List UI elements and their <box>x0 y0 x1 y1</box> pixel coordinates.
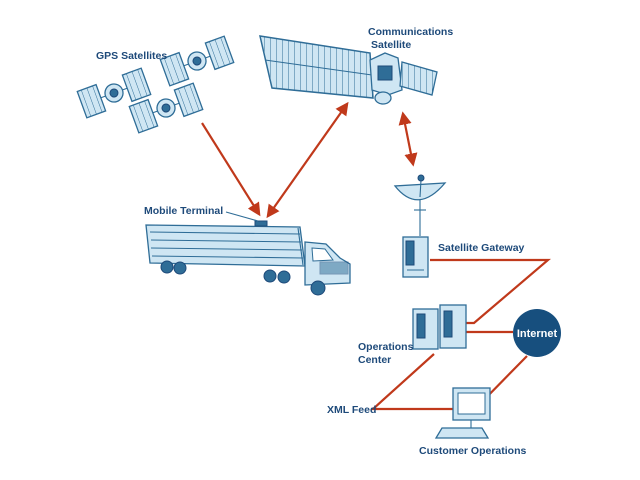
internet-node <box>513 309 561 357</box>
communications-satellite-icon <box>259 35 438 105</box>
communications-satellite-label: Communications <box>368 26 453 38</box>
internet-label: Internet <box>517 328 558 340</box>
gateway-to-ops-line <box>430 258 551 325</box>
computer-icon <box>434 387 491 439</box>
mobile-terminal-pointer <box>225 211 259 222</box>
commsat-to-dish-arrow <box>398 111 418 167</box>
customer-operations-label: Customer Operations <box>419 445 527 457</box>
gps-satellite-icon <box>159 35 235 87</box>
connectors <box>201 101 551 411</box>
operations-center-label: Operations <box>358 341 414 353</box>
operations-center-label-2: Center <box>358 354 391 366</box>
truck-icon <box>145 220 351 296</box>
gps-to-terminal-arrow <box>201 122 261 217</box>
satellite-dish-icon <box>393 174 447 236</box>
operations-center-server-icon <box>412 304 467 350</box>
mobile-terminal-label: Mobile Terminal <box>144 205 223 217</box>
terminal-to-commsat-arrow <box>266 101 349 219</box>
satellite-gateway-server-icon <box>402 236 429 278</box>
gps-satellites-label: GPS Satellites <box>96 50 167 62</box>
satellite-gateway-label: Satellite Gateway <box>438 242 525 254</box>
xml-feed-label: XML Feed <box>327 404 376 416</box>
internet-to-customer-line <box>370 353 528 411</box>
communications-satellite-label-2: Satellite <box>371 39 411 51</box>
